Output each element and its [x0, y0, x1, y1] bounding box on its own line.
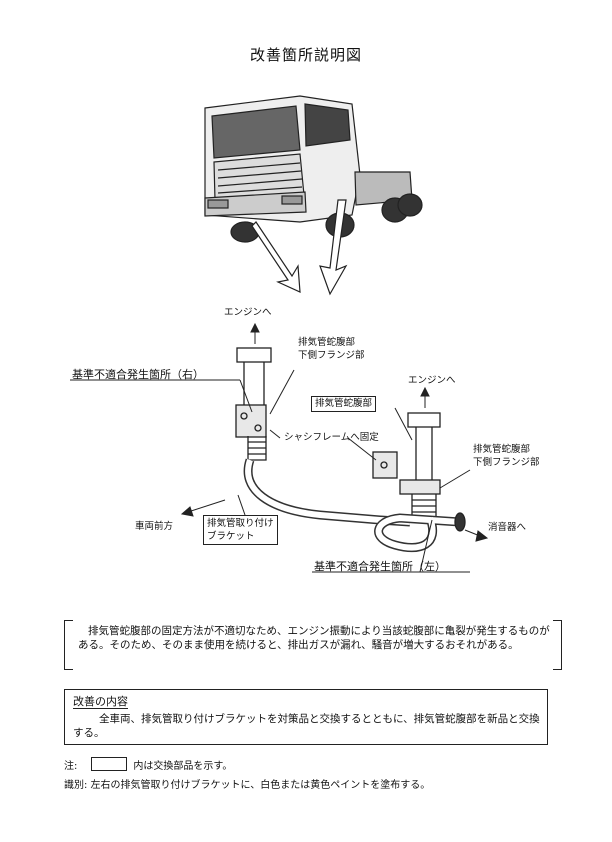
legend-box [91, 757, 128, 771]
defect-description: 排気管蛇腹部の固定方法が不適切なため、エンジン振動により当該蛇腹部に亀裂が発生す… [64, 620, 562, 670]
leader-lines [70, 322, 489, 573]
label-chassis-fixed: シャシフレームへ固定 [284, 432, 379, 443]
improvement-box: 改善の内容 全車両、排気管取り付けブラケットを対策品と交換するとともに、排気管蛇… [64, 689, 548, 745]
label-to-engine-right: エンジンへ [408, 375, 456, 386]
label-bellows-boxed: 排気管蛇腹部 [311, 396, 377, 412]
label-bellows-flange-right-1: 排気管蛇腹部 [473, 444, 531, 455]
footer-identification: 識別: 左右の排気管取り付けブラケットに、白色または黄色ペイントを塗布する。 [64, 780, 431, 791]
label-bracket-line1: 排気管取り付け [207, 518, 274, 529]
label-to-engine-left: エンジンへ [224, 307, 272, 318]
label-defect-right: 基準不適合発生箇所（右） [72, 368, 204, 381]
label-bellows-flange-left-2: 下側フランジ部 [298, 350, 365, 361]
defect-description-text: 排気管蛇腹部の固定方法が不適切なため、エンジン振動により当該蛇腹部に亀裂が発生す… [78, 625, 550, 651]
label-bracket-line2: ブラケット [207, 531, 255, 542]
diagram-illustration [70, 95, 489, 573]
footer-note-label: 注: [64, 761, 78, 772]
label-bellows-flange-right-2: 下側フランジ部 [473, 457, 540, 468]
label-defect-left: 基準不適合発生箇所（左） [314, 560, 446, 573]
footer-note-text: 内は交換部品を示す。 [133, 761, 233, 772]
improvement-body: 全車両、排気管取り付けブラケットを対策品と交換するとともに、排気管蛇腹部を新品と… [73, 713, 540, 739]
page-title: 改善箇所説明図 [249, 46, 362, 64]
exhaust-pipe-diagram [235, 347, 466, 553]
label-bracket-box: 排気管取り付け ブラケット [203, 515, 278, 545]
improvement-heading: 改善の内容 [73, 695, 128, 709]
footer-note: 注: 内は交換部品を示す。 [64, 757, 232, 772]
truck-illustration [204, 95, 423, 296]
label-to-muffler: 消音器へ [488, 522, 527, 533]
label-vehicle-front: 車両前方 [135, 521, 174, 532]
label-bellows-flange-left-1: 排気管蛇腹部 [298, 337, 356, 348]
